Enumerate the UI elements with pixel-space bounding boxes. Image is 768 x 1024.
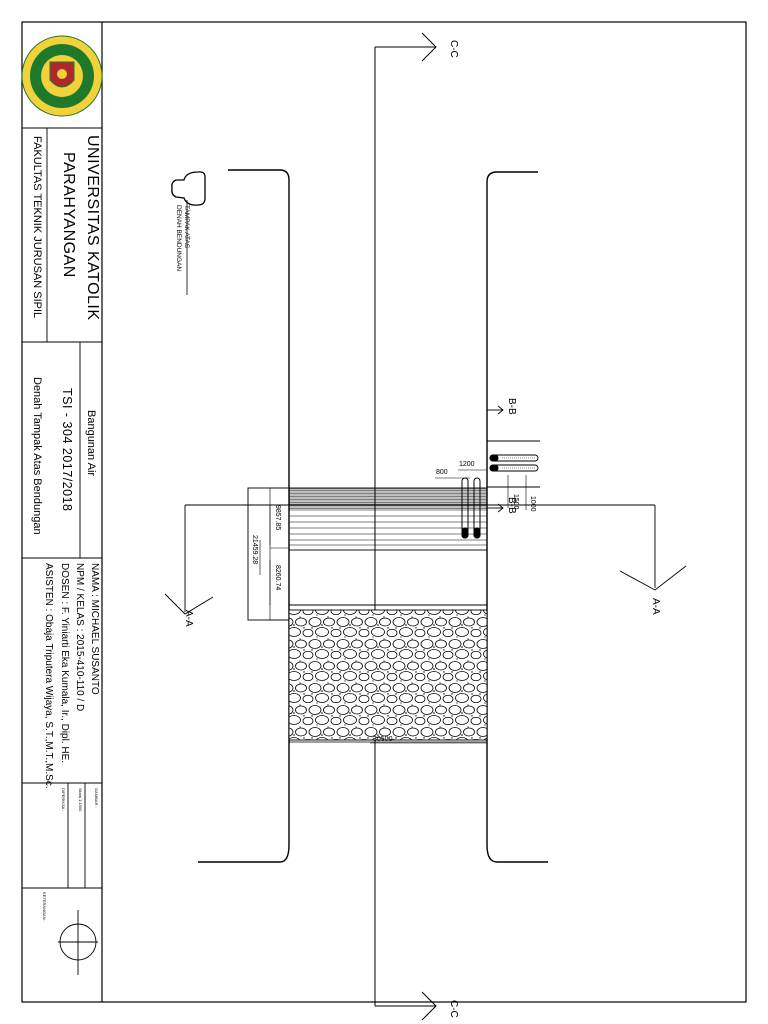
dim-9857: 9857.85: [274, 505, 281, 531]
faculty-name: FAKULTAS TEKNIK JURUSAN SIPIL: [31, 136, 43, 319]
course-name: Bangunan Air: [85, 410, 97, 477]
section-line-cc: [374, 32, 437, 1021]
lecturer-name: DOSEN : F. Yiniarti Eka Kumala, Ir., Dip…: [59, 563, 70, 764]
label-gambar: GAMBAR :: [94, 788, 99, 808]
student-name: NAMA : MICHAEL SUSANTO: [89, 563, 100, 695]
dim-21459: 21459.28: [251, 535, 258, 565]
section-cc-bottom-label: C-C: [448, 1000, 459, 1018]
student-npm: NPM / KELAS : 2015-410-110 / D: [74, 563, 85, 712]
university-name-line1: UNIVERSITAS KATOLIK: [84, 135, 101, 321]
drawing-title: Denah Tampak Atas Bendungan: [31, 377, 43, 535]
section-line-aa: [164, 504, 687, 615]
sheet-border: [21, 21, 747, 1003]
north-symbol: [58, 910, 98, 975]
section-cc-top-label: C-C: [448, 40, 459, 58]
section-aa-right-label: A-A: [650, 598, 661, 615]
section-aa-left-label: A-A: [183, 610, 194, 627]
label-diperiksa: DIPERIKSA :: [61, 788, 66, 812]
university-seal: [21, 35, 103, 117]
label-keterangan: KETERANGAN :: [42, 892, 47, 922]
weir-structure: [247, 487, 488, 621]
dim-1200: 1200: [459, 461, 475, 468]
section-bb-top-label: B-B: [506, 398, 517, 415]
dim-1500: 1500: [512, 494, 519, 510]
legend-symbol: [171, 171, 206, 295]
riprap-area: [288, 609, 488, 743]
intake-pipes: [461, 440, 540, 539]
course-code: TSI - 304 2017/2018: [60, 388, 74, 512]
dim-8260: 8260.74: [274, 565, 281, 591]
dim-30500: 30500: [373, 736, 393, 743]
label-skala: Skala 1:1500: [78, 788, 83, 812]
dim-1000: 1000: [529, 496, 536, 512]
dimension-lines: [259, 469, 527, 744]
dim-800: 800: [436, 469, 448, 476]
legend-line1: TAMPAK ATAS: [183, 205, 190, 249]
legend-line2: DENAH BENDUNGAN: [175, 205, 182, 272]
assistant-name: ASISTEN : Obaja Triputera Wijaya, S.T.,M…: [43, 563, 54, 789]
title-block-grid: [22, 127, 102, 889]
university-name-line2: PARAHYANGAN: [60, 152, 77, 278]
